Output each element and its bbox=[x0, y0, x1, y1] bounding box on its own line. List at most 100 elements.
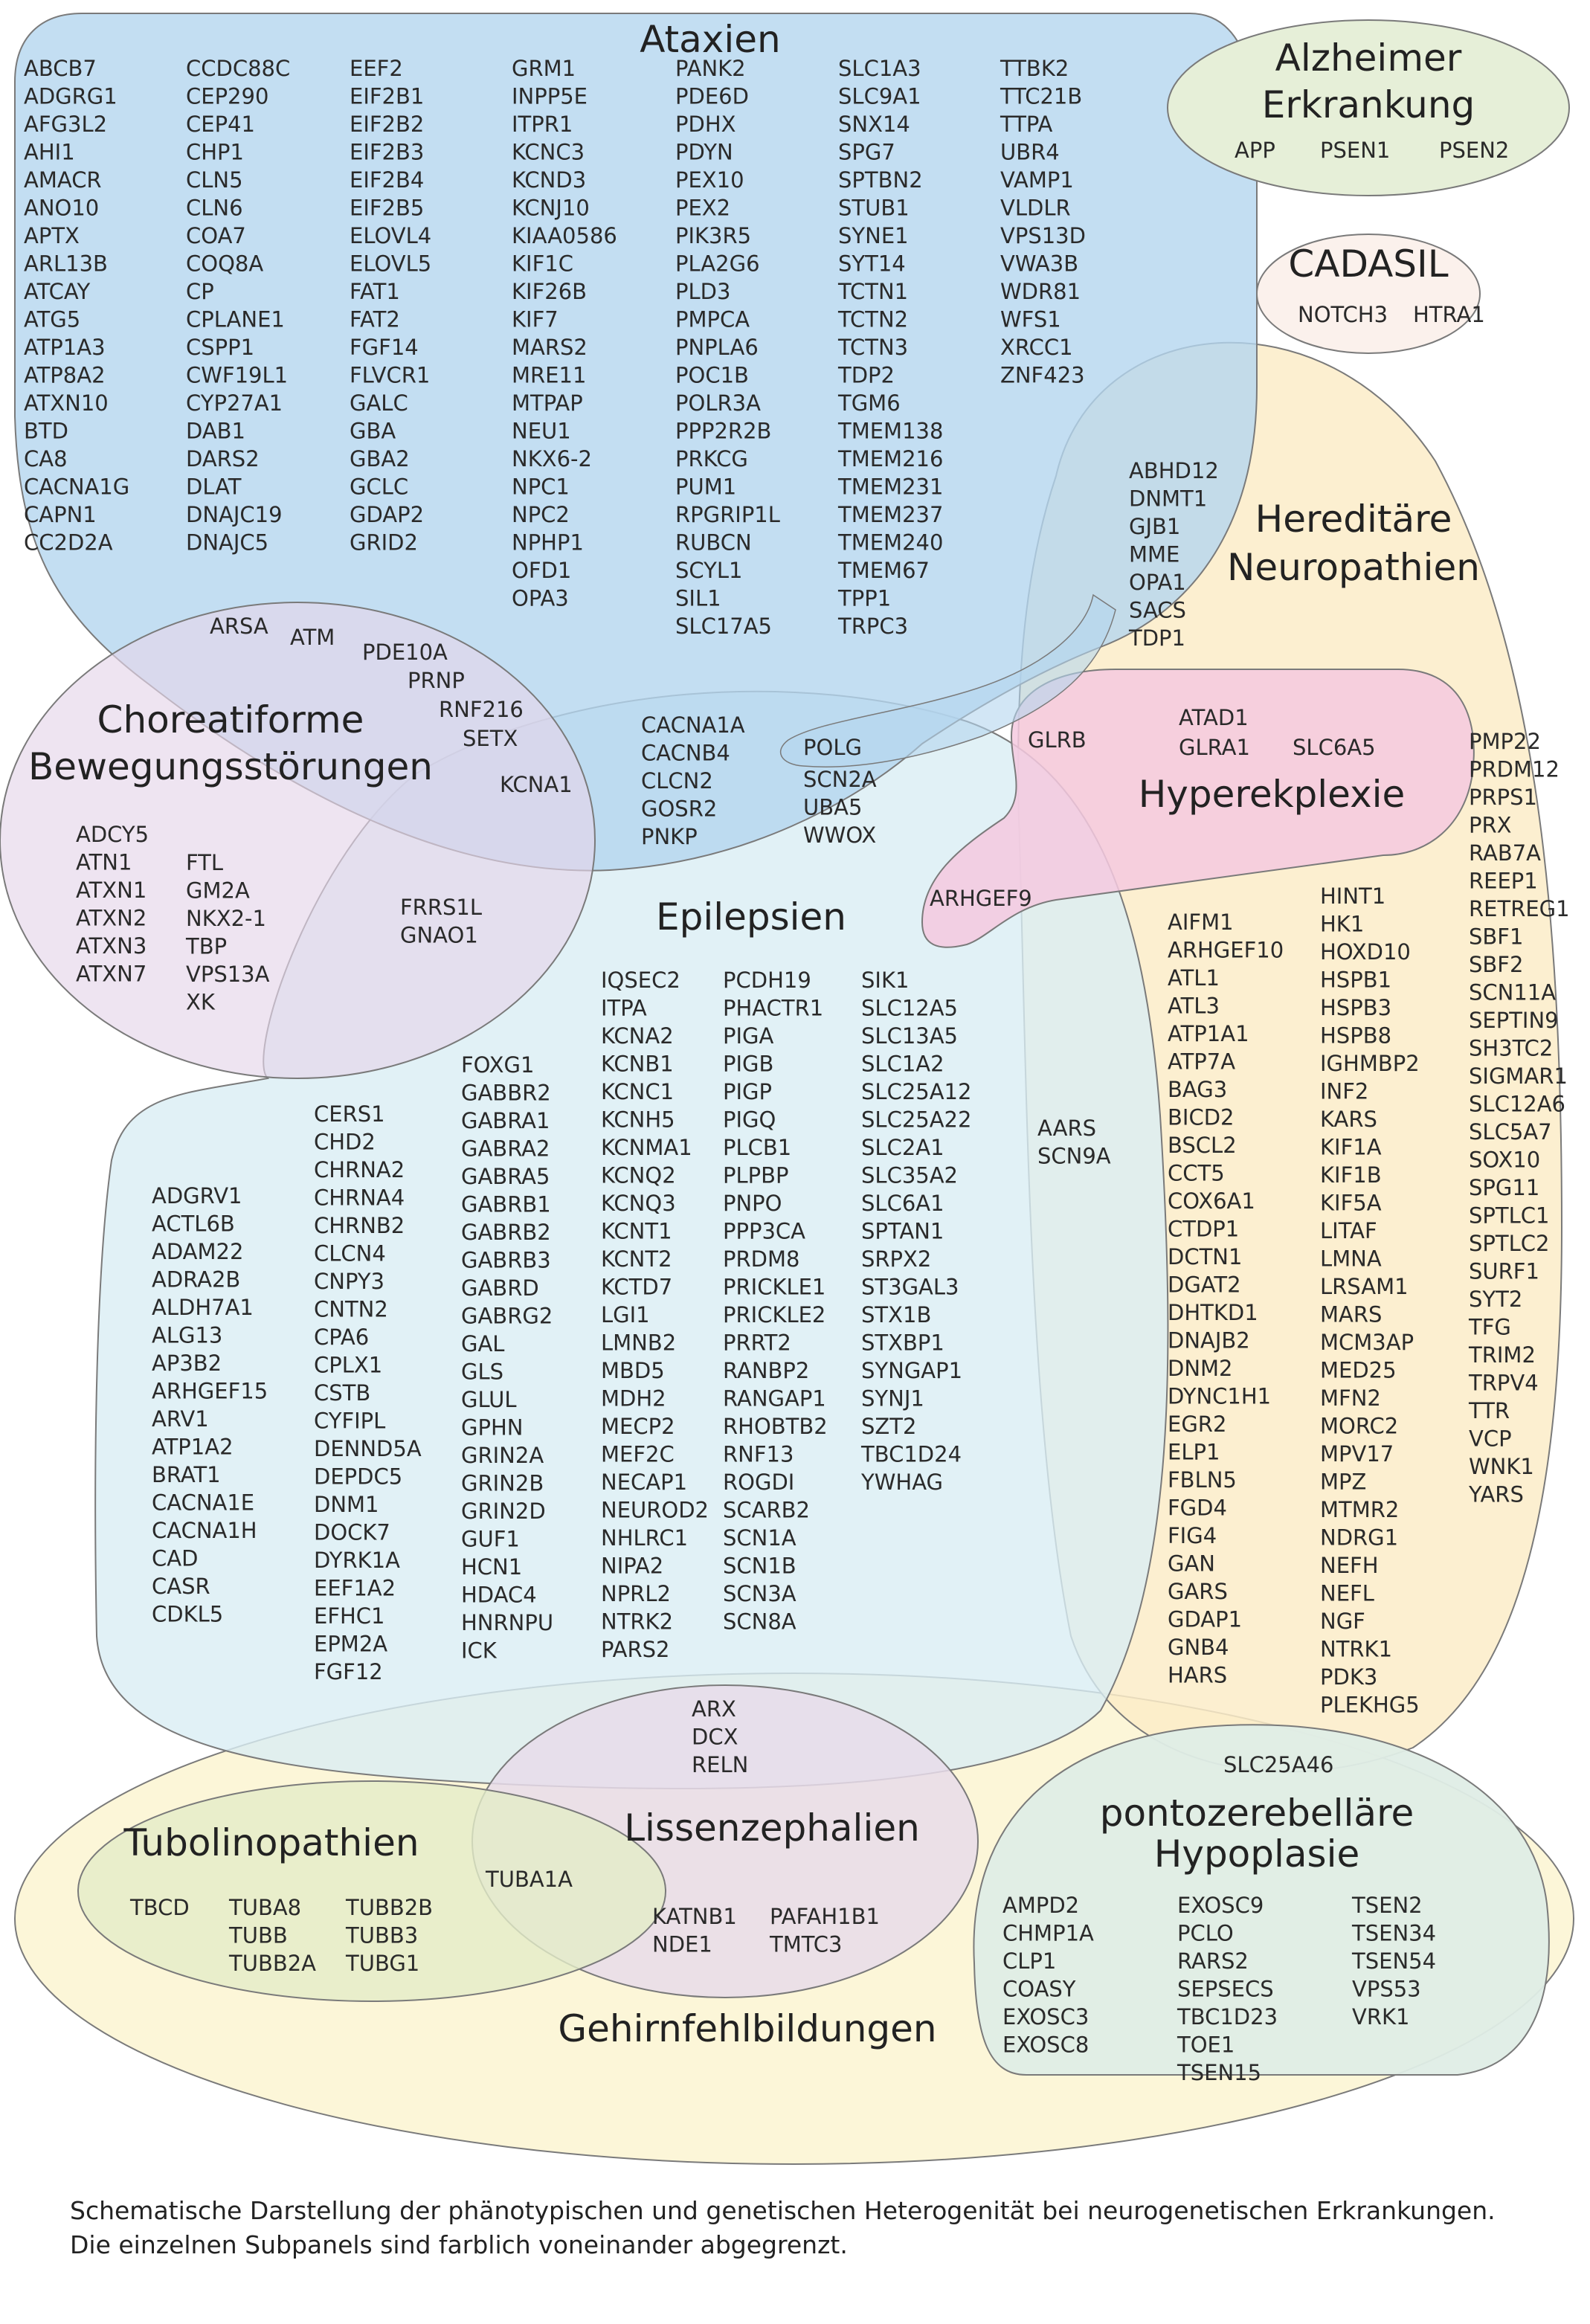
gene-label: DARS2 bbox=[186, 446, 260, 471]
gene-label: PLD3 bbox=[675, 279, 730, 304]
gene-label: SCN3A bbox=[723, 1581, 796, 1606]
gene-label: TRPV4 bbox=[1468, 1371, 1539, 1396]
gene-label: RARS2 bbox=[1177, 1948, 1249, 1974]
gene-label: CCT5 bbox=[1168, 1161, 1225, 1186]
gene-label: GRIN2A bbox=[461, 1443, 544, 1468]
gene-label: PDYN bbox=[675, 140, 733, 165]
gene-label: PDE6D bbox=[675, 84, 749, 109]
gene-label: VRK1 bbox=[1352, 2004, 1409, 2030]
gene-label: GCLC bbox=[350, 474, 408, 500]
title-cadasil: CADASIL bbox=[1288, 242, 1448, 286]
gene-label: HOXD10 bbox=[1320, 939, 1411, 965]
gene-label: NTRK2 bbox=[601, 1609, 673, 1635]
gene-label: PLEKHG5 bbox=[1320, 1693, 1420, 1718]
gene-label: ABHD12 bbox=[1129, 458, 1219, 483]
gene-label: MDH2 bbox=[601, 1386, 666, 1412]
gene-label: GARS bbox=[1168, 1579, 1228, 1604]
gene-label: POC1B bbox=[675, 363, 749, 388]
region-titles: Ataxien Alzheimer Erkrankung CADASIL Her… bbox=[28, 18, 1480, 2050]
gene-label: IGHMBP2 bbox=[1320, 1051, 1420, 1076]
gene-label: VCP bbox=[1469, 1426, 1512, 1452]
gene-label: PMPCA bbox=[675, 307, 750, 332]
gene-label: CASR bbox=[152, 1574, 210, 1599]
gene-label: XRCC1 bbox=[1000, 335, 1073, 360]
gene-label: GLRA1 bbox=[1179, 735, 1250, 760]
gene-label: KCNA1 bbox=[500, 772, 573, 797]
gene-label: GABRA2 bbox=[461, 1136, 550, 1162]
gene-label: KCNA2 bbox=[601, 1023, 674, 1049]
gene-label: ATXN7 bbox=[76, 962, 147, 987]
gene-label: CACNA1G bbox=[24, 474, 129, 500]
gene-label: PDHX bbox=[675, 112, 736, 137]
gene-label: NTRK1 bbox=[1320, 1637, 1392, 1662]
gene-label: SLC2A1 bbox=[861, 1135, 944, 1160]
gene-label: TMEM138 bbox=[837, 419, 943, 444]
gene-label: PLCB1 bbox=[723, 1135, 791, 1160]
gene-label: CPLANE1 bbox=[186, 307, 285, 332]
gene-label: KCTD7 bbox=[601, 1275, 672, 1300]
gene-label: TMEM216 bbox=[837, 446, 943, 471]
gene-label: CAPN1 bbox=[24, 502, 97, 527]
title-pch-line1: pontozerebelläre bbox=[1100, 1792, 1414, 1835]
gene-label: MBD5 bbox=[601, 1358, 665, 1383]
gene-label: CPLX1 bbox=[314, 1353, 382, 1378]
gene-label: GBA bbox=[350, 419, 396, 444]
gene-label: GUF1 bbox=[461, 1527, 520, 1552]
gene-label: CLCN4 bbox=[314, 1241, 386, 1266]
gene-label: HSPB8 bbox=[1320, 1023, 1391, 1049]
gene-label: GABRB3 bbox=[461, 1248, 551, 1273]
gene-label: ALG13 bbox=[152, 1323, 222, 1348]
gene-label: HDAC4 bbox=[461, 1583, 537, 1608]
gene-label: TTR bbox=[1468, 1398, 1510, 1423]
gene-label: SLC6A5 bbox=[1293, 735, 1376, 760]
region-chorea bbox=[0, 602, 596, 1079]
gene-label: MARS bbox=[1320, 1302, 1382, 1327]
gene-label: RPGRIP1L bbox=[675, 502, 780, 527]
gene-label: KCNJ10 bbox=[512, 196, 590, 221]
gene-label: LITAF bbox=[1320, 1218, 1377, 1243]
gene-label: DYRK1A bbox=[314, 1548, 400, 1573]
gene-label: TUBB2B bbox=[345, 1895, 433, 1920]
gene-label: PRDM12 bbox=[1469, 757, 1560, 782]
gene-label: BSCL2 bbox=[1168, 1133, 1237, 1158]
gene-label: ZNF423 bbox=[1000, 363, 1085, 388]
gene-label: SBF1 bbox=[1469, 924, 1523, 950]
gene-label: HARS bbox=[1168, 1663, 1227, 1688]
gene-label: PIK3R5 bbox=[675, 223, 751, 248]
gene-label: CHD2 bbox=[314, 1130, 376, 1155]
gene-label: SRPX2 bbox=[861, 1246, 931, 1272]
gene-label: DCTN1 bbox=[1168, 1244, 1242, 1269]
region-pch bbox=[973, 1724, 1550, 2076]
gene-label: ATP1A2 bbox=[152, 1435, 234, 1460]
gene-label: UBA5 bbox=[803, 795, 862, 820]
gene-label: BTD bbox=[24, 419, 68, 444]
gene-label: TOE1 bbox=[1177, 2032, 1235, 2058]
gene-label: SLC25A12 bbox=[861, 1079, 971, 1104]
gene-label: PSEN2 bbox=[1439, 138, 1509, 163]
gene-label: ADCY5 bbox=[76, 822, 149, 847]
gene-label: GNB4 bbox=[1168, 1635, 1229, 1660]
gene-label: AMACR bbox=[24, 167, 102, 193]
gene-label: ATL1 bbox=[1168, 965, 1220, 991]
gene-label: CDKL5 bbox=[152, 1602, 223, 1627]
gene-label: FLVCR1 bbox=[350, 363, 430, 388]
gene-label: TCTN2 bbox=[837, 307, 908, 332]
gene-label: EIF2B5 bbox=[350, 196, 424, 221]
gene-label: EIF2B1 bbox=[350, 84, 424, 109]
gene-label: MARS2 bbox=[512, 335, 588, 360]
gene-label: DEPDC5 bbox=[314, 1464, 402, 1490]
gene-label: HTRA1 bbox=[1413, 302, 1485, 327]
gene-label: LMNA bbox=[1320, 1246, 1382, 1272]
gene-label: TDP1 bbox=[1128, 625, 1185, 651]
gene-label: ADAM22 bbox=[152, 1239, 243, 1264]
gene-label: ARHGEF15 bbox=[152, 1379, 268, 1404]
gene-label: PHACTR1 bbox=[723, 996, 823, 1021]
gene-label: EGR2 bbox=[1168, 1412, 1226, 1437]
gene-label: TUBB bbox=[228, 1923, 288, 1948]
gene-label: CC2D2A bbox=[24, 530, 113, 556]
gene-label: CEP290 bbox=[186, 84, 268, 109]
gene-label: CSTB bbox=[314, 1380, 370, 1406]
gene-label: AHI1 bbox=[24, 140, 75, 165]
gene-label: TMEM240 bbox=[837, 530, 943, 556]
gene-label: TRPC3 bbox=[837, 614, 908, 639]
